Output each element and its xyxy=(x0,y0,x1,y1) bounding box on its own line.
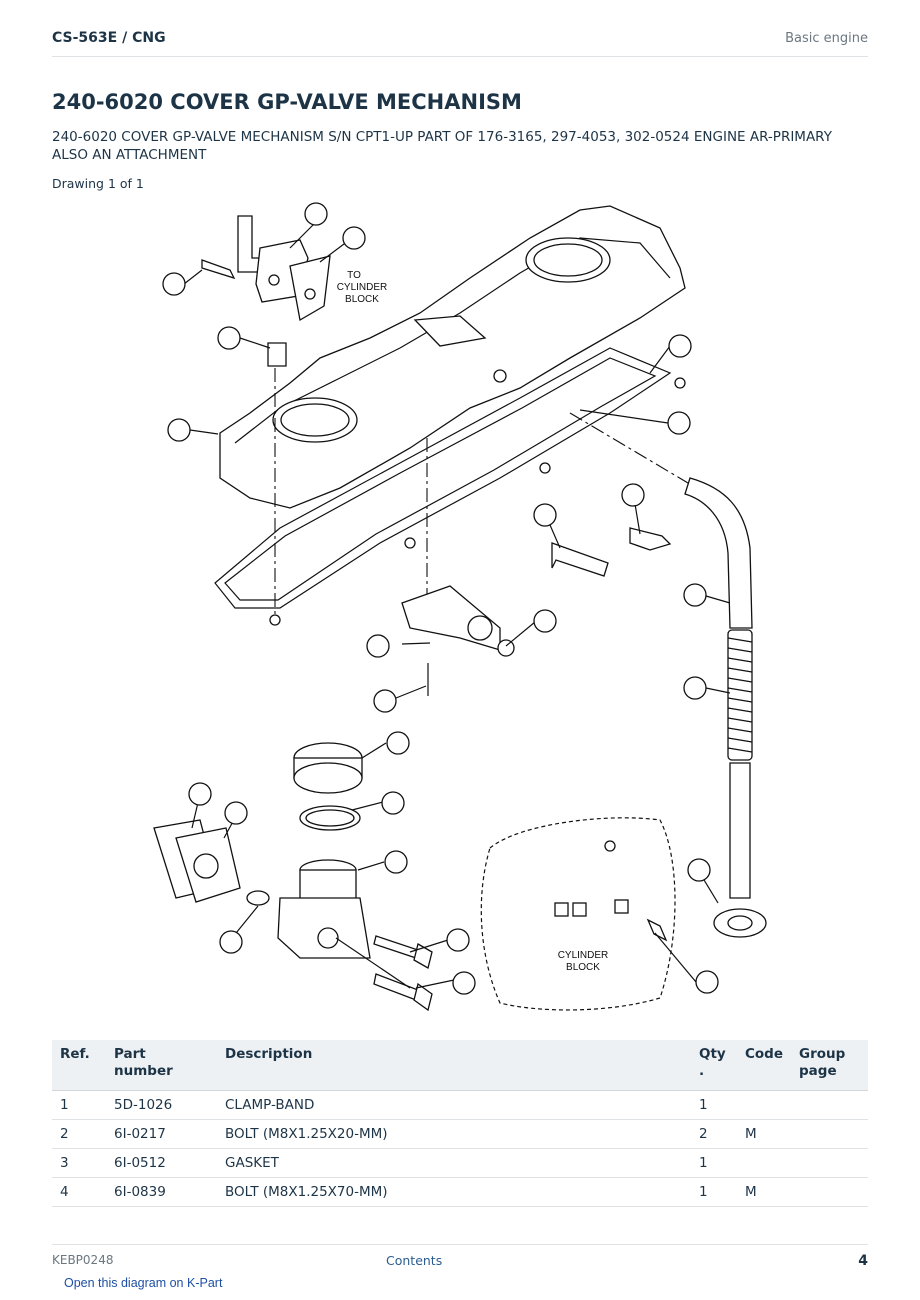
to-cylinder-block-line1: TO xyxy=(347,270,361,281)
row-group-page xyxy=(791,1177,868,1207)
cylinder-block-line2: BLOCK xyxy=(566,962,600,973)
row-ref: 2 xyxy=(52,1119,106,1149)
page-subtitle: 240-6020 COVER GP-VALVE MECHANISM S/N CP… xyxy=(52,129,832,163)
row-qty: 1 xyxy=(691,1177,737,1207)
hose-spring xyxy=(727,629,753,761)
col-code: Code xyxy=(737,1040,792,1091)
page-footer: KEBP0248 Contents 4 xyxy=(52,1244,868,1269)
parts-table-header: Ref. Part number Description Qty. Code G… xyxy=(52,1040,868,1091)
exploded-parts-diagram: TO CYLINDER BLOCK xyxy=(153,202,767,1012)
row-description: BOLT (M8X1.25X20-MM) xyxy=(217,1119,691,1149)
row-code: M xyxy=(737,1119,792,1149)
hose-clamp xyxy=(629,527,672,551)
col-ref: Ref. xyxy=(52,1040,106,1091)
cover-gasket xyxy=(214,347,686,626)
mounting-flanges xyxy=(153,819,270,906)
row-group-page xyxy=(791,1119,868,1149)
table-row: 1 5D-1026 CLAMP-BAND 1 xyxy=(52,1090,868,1120)
to-cylinder-block-line3: BLOCK xyxy=(345,294,379,305)
oil-filler-tube xyxy=(277,859,371,959)
row-part-number: 5D-1026 xyxy=(106,1090,217,1120)
cover-nut xyxy=(267,342,287,367)
document-id: CS-563E / CNG xyxy=(52,30,166,46)
breather-elbow: TO CYLINDER BLOCK xyxy=(201,215,388,322)
table-row: 2 6I-0217 BOLT (M8X1.25X20-MM) 2 M xyxy=(52,1119,868,1149)
row-part-number: 6I-0512 xyxy=(106,1148,217,1178)
row-code xyxy=(737,1090,792,1120)
row-description: GASKET xyxy=(217,1148,691,1178)
section-name: Basic engine xyxy=(785,31,868,46)
row-qty: 1 xyxy=(691,1090,737,1120)
callout-bubbles xyxy=(162,202,719,995)
row-code: M xyxy=(737,1177,792,1207)
valve-cover xyxy=(219,205,686,509)
bracket xyxy=(551,542,609,577)
row-group-page xyxy=(791,1148,868,1178)
long-bolts xyxy=(335,935,433,1012)
row-code xyxy=(737,1148,792,1178)
page-header: CS-563E / CNG Basic engine xyxy=(52,28,868,57)
table-row: 4 6I-0839 BOLT (M8X1.25X70-MM) 1 M xyxy=(52,1177,868,1207)
row-description: CLAMP-BAND xyxy=(217,1090,691,1120)
contents-link[interactable]: Contents xyxy=(386,1253,443,1268)
to-cylinder-block-line2: CYLINDER xyxy=(337,282,388,293)
row-qty: 2 xyxy=(691,1119,737,1149)
col-part-number: Part number xyxy=(106,1040,217,1091)
page-title: 240-6020 COVER GP-VALVE MECHANISM xyxy=(52,90,522,114)
page-number: 4 xyxy=(858,1253,868,1269)
cylinder-block-outline: CYLINDER BLOCK xyxy=(480,817,676,1011)
col-description: Description xyxy=(217,1040,691,1091)
cylinder-block-line1: CYLINDER xyxy=(558,950,609,961)
breather-hose xyxy=(684,477,767,938)
row-part-number: 6I-0839 xyxy=(106,1177,217,1207)
footer-code: KEBP0248 xyxy=(52,1253,114,1267)
open-diagram-link[interactable]: Open this diagram on K-Part xyxy=(64,1276,223,1290)
separator-module xyxy=(401,585,515,696)
col-qty: Qty. xyxy=(691,1040,737,1091)
row-ref: 4 xyxy=(52,1177,106,1207)
row-description: BOLT (M8X1.25X70-MM) xyxy=(217,1177,691,1207)
drawing-label: Drawing 1 of 1 xyxy=(52,176,144,191)
row-part-number: 6I-0217 xyxy=(106,1119,217,1149)
parts-table: Ref. Part number Description Qty. Code G… xyxy=(52,1040,868,1207)
oil-filler-cap xyxy=(293,742,363,831)
row-group-page xyxy=(791,1090,868,1120)
row-ref: 1 xyxy=(52,1090,106,1120)
table-row: 3 6I-0512 GASKET 1 xyxy=(52,1148,868,1178)
row-qty: 1 xyxy=(691,1148,737,1178)
row-ref: 3 xyxy=(52,1148,106,1178)
